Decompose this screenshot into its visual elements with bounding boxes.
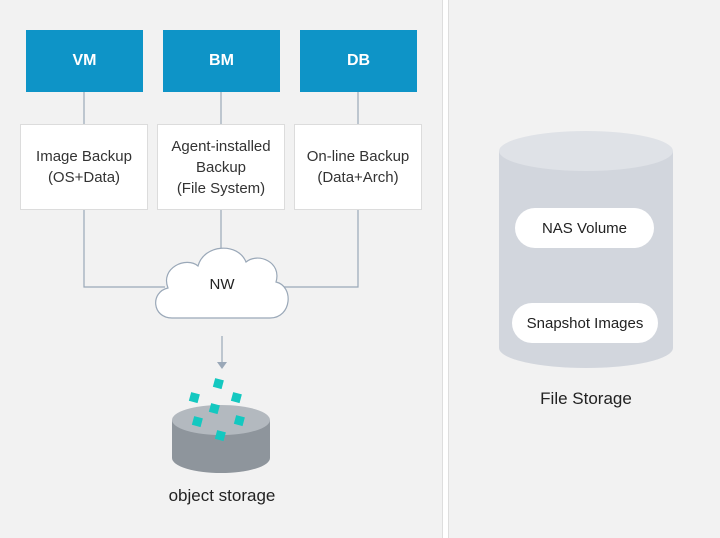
object-storage-cylinder [172, 405, 270, 473]
source-bm: BM [163, 30, 280, 92]
nas-volume-pill: NAS Volume [515, 208, 654, 248]
method-agent-backup: Agent-installed Backup (File System) [157, 124, 285, 210]
network-label: NW [209, 276, 235, 293]
snapshot-images-pill: Snapshot Images [512, 303, 658, 343]
source-vm: VM [26, 30, 143, 92]
method-online-backup: On-line Backup (Data+Arch) [294, 124, 422, 210]
file-storage-label: File Storage [540, 389, 632, 408]
arrow-head-storage [217, 362, 227, 369]
data-chunks [188, 378, 245, 442]
connector-image-backup-nw [83, 210, 165, 288]
method-image-backup: Image Backup (OS+Data) [20, 124, 148, 210]
network-cloud [155, 247, 289, 319]
connector-online-backup-nw [280, 210, 359, 288]
object-storage-label: object storage [168, 486, 276, 505]
source-db: DB [300, 30, 417, 92]
